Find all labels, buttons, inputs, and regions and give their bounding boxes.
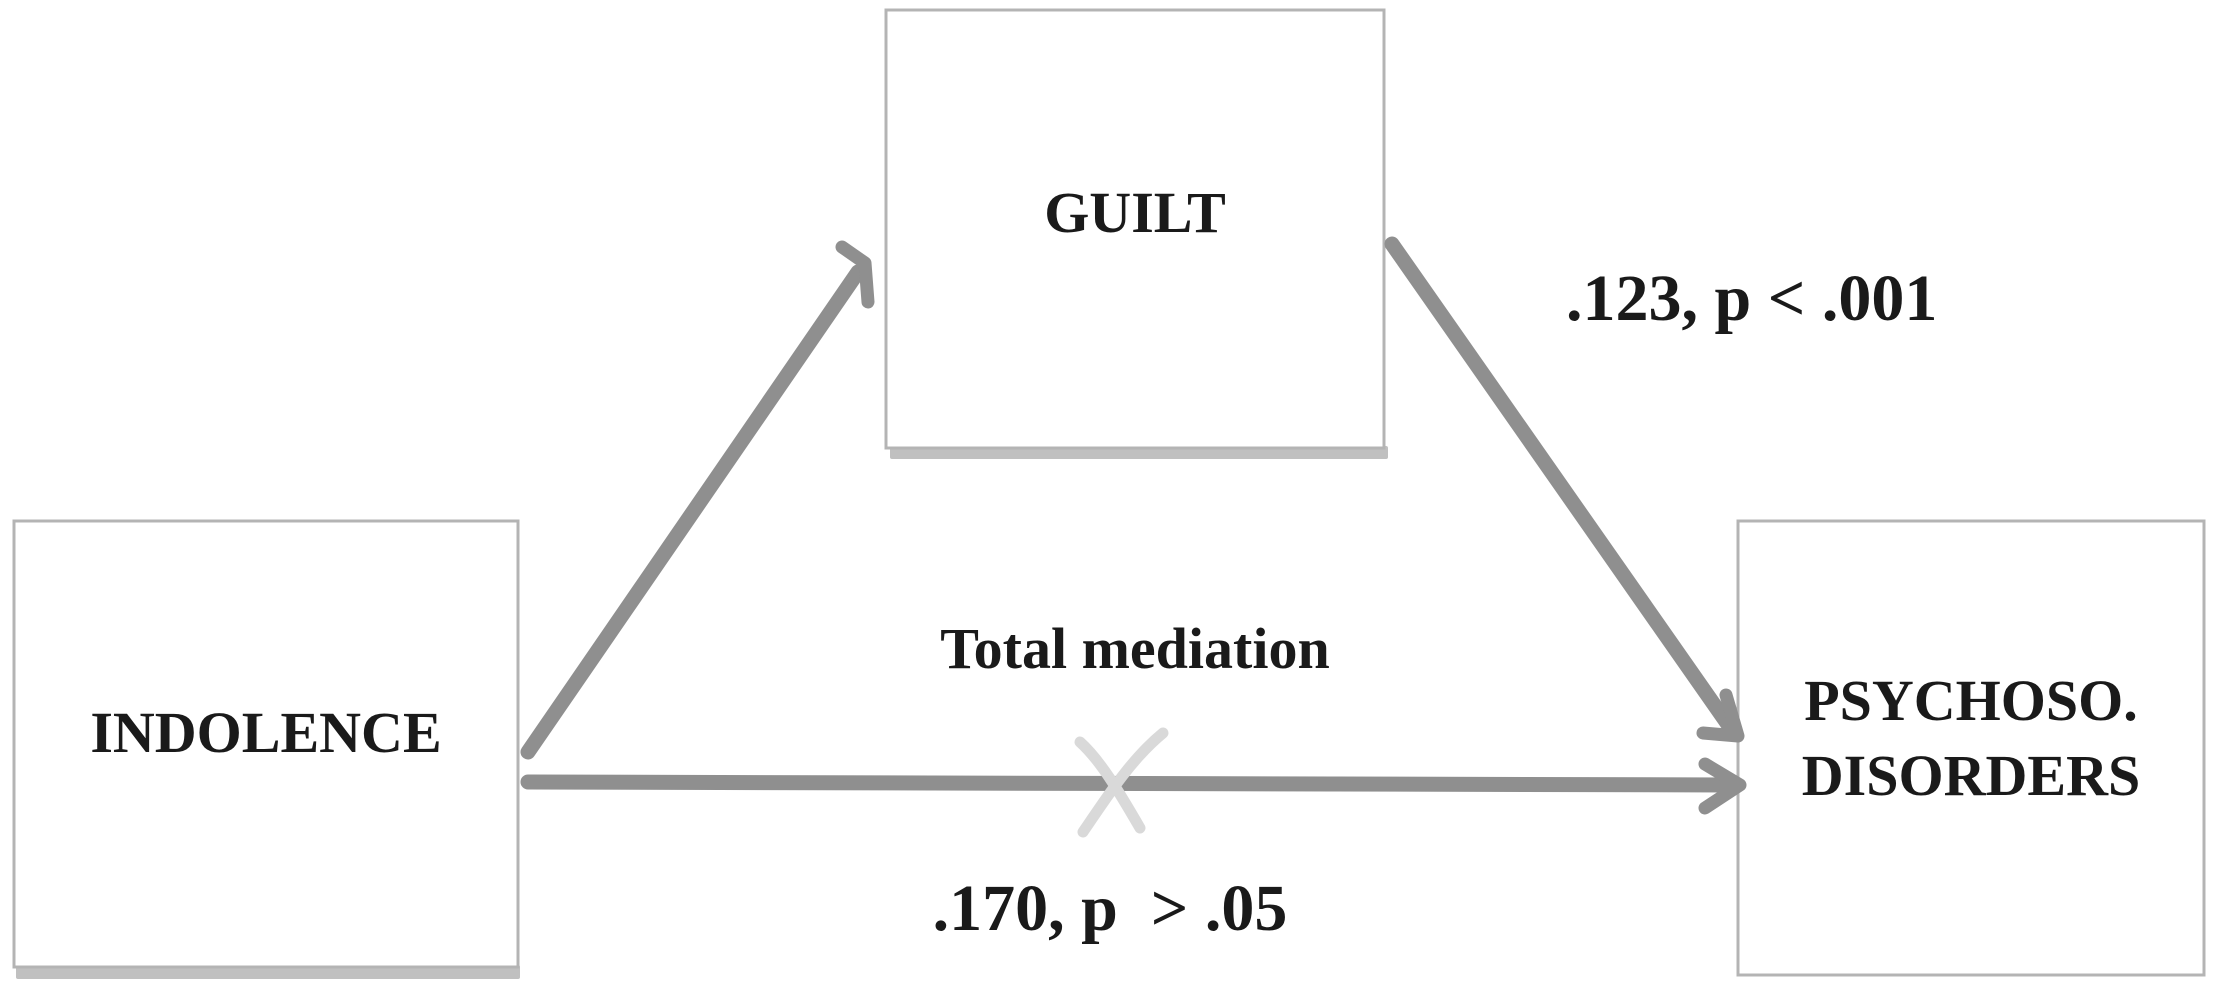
node-indolence: INDOLENCE: [12, 519, 520, 979]
arrowhead-icon: [1698, 757, 1747, 815]
cross-icon: [1074, 727, 1169, 838]
arrowhead-icon: [1696, 688, 1745, 743]
edge-label-guilt-to-disorders: .123, p < .001: [1566, 262, 1937, 335]
node-psychoso-label-line1: PSYCHOSO.: [1804, 668, 2138, 733]
node-indolence-label: INDOLENCE: [90, 700, 441, 765]
edge-label-indolence-to-disorders: .170, p > .05: [933, 872, 1288, 945]
annotation-total-mediation: Total mediation: [940, 616, 1329, 681]
edge-indolence-to-disorders: [520, 757, 1747, 815]
node-psychoso-label-line2: DISORDERS: [1802, 743, 2140, 808]
node-psychoso-disorders: PSYCHOSO. DISORDERS: [1736, 519, 2206, 977]
edge-guilt-to-disorders: [1384, 236, 1745, 743]
node-guilt-label: GUILT: [1044, 180, 1226, 245]
edge-indolence-to-guilt: [520, 240, 875, 760]
node-guilt: GUILT: [884, 8, 1388, 459]
arrowhead-icon: [835, 240, 875, 309]
